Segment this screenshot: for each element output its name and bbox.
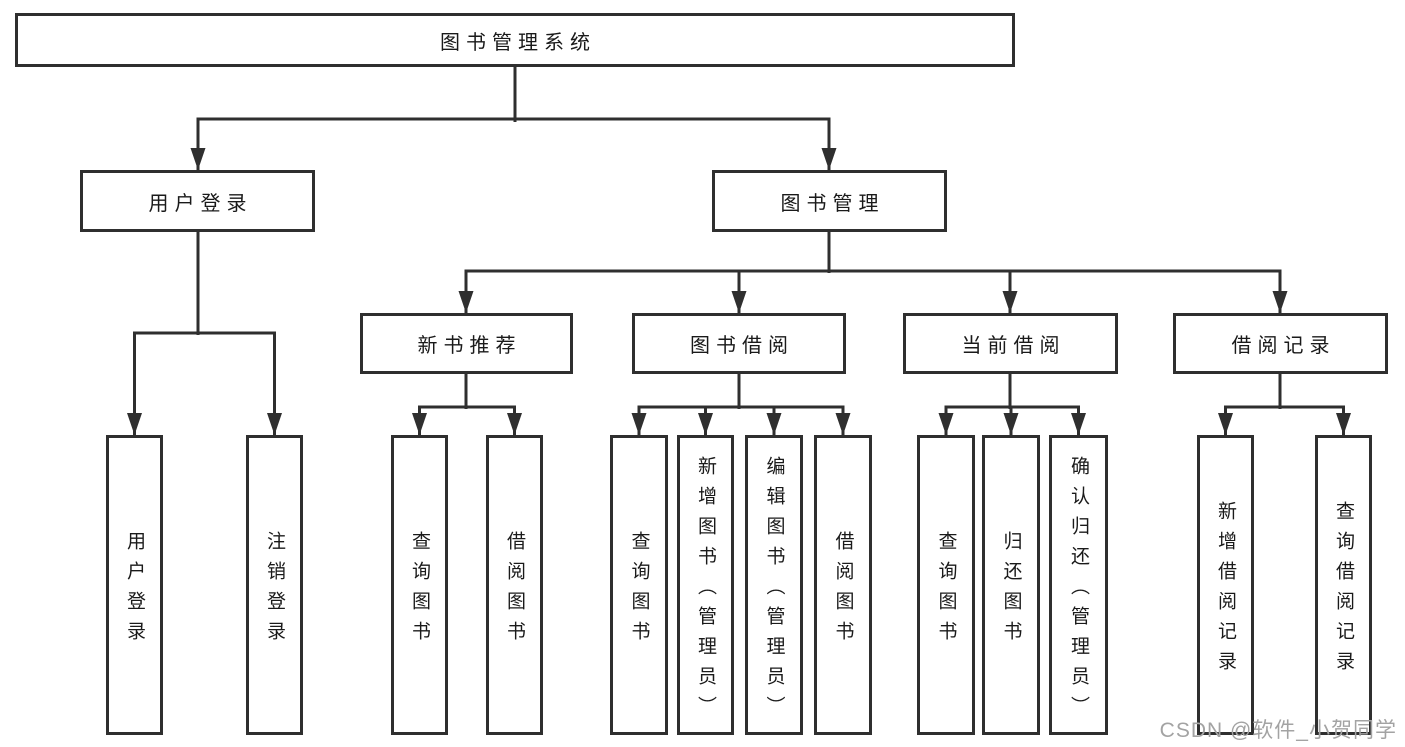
node-label: 图书管理: [780, 192, 885, 215]
node-return-books: 归还图书: [982, 435, 1040, 735]
node-label: 借阅记录: [1231, 335, 1336, 357]
node-label: 新增图书（管理员）: [695, 455, 716, 726]
watermark: CSDN @软件_小贺同学: [1159, 719, 1397, 742]
node-label: 借阅图书: [832, 530, 854, 651]
node-label: 归还图书: [1000, 530, 1022, 651]
node-label: 确认归还（管理员）: [1068, 455, 1089, 726]
node-user-login: 用户登录: [106, 435, 163, 735]
node-borrowing-records: 借阅记录: [1173, 313, 1388, 374]
node-label: 注销登录: [264, 530, 285, 651]
node-label: 查询借阅记录: [1333, 500, 1354, 681]
node-label: 用户登录: [124, 530, 145, 651]
node-label: 查询图书: [409, 530, 430, 651]
node-label: 用户登录: [148, 192, 253, 215]
node-label: 借阅图书: [504, 530, 525, 651]
node-label: 当前借阅: [961, 335, 1066, 357]
node-query-borrow-record: 查询借阅记录: [1315, 435, 1372, 735]
node-query-books-recommend: 查询图书: [391, 435, 448, 735]
node-book-borrowing: 图书借阅: [632, 313, 846, 374]
node-label: 图书借阅: [690, 335, 794, 357]
node-label: 编辑图书（管理员）: [763, 455, 785, 726]
node-borrow-books: 借阅图书: [814, 435, 872, 735]
node-logout: 注销登录: [246, 435, 303, 735]
node-borrow-books-recommend: 借阅图书: [486, 435, 543, 735]
node-query-books-current: 查询图书: [917, 435, 975, 735]
node-label: 查询图书: [628, 530, 650, 651]
node-label: 查询图书: [935, 530, 957, 651]
node-label: 新书推荐: [417, 335, 522, 357]
node-label: 图书管理系统: [440, 31, 596, 54]
node-current-borrowing: 当前借阅: [903, 313, 1118, 374]
node-confirm-return-admin: 确认归还（管理员）: [1049, 435, 1108, 735]
arrowheads: [127, 148, 1351, 435]
node-label: 新增借阅记录: [1215, 500, 1236, 681]
node-query-books-borrowing: 查询图书: [610, 435, 668, 735]
node-edit-books-admin: 编辑图书（管理员）: [745, 435, 803, 735]
node-add-borrow-record: 新增借阅记录: [1197, 435, 1254, 735]
node-new-book-recommendation: 新书推荐: [360, 313, 573, 374]
node-user-login-branch: 用户登录: [80, 170, 315, 232]
node-add-books-admin: 新增图书（管理员）: [677, 435, 734, 735]
node-library-management-system: 图书管理系统: [15, 13, 1015, 67]
node-book-management: 图书管理: [712, 170, 947, 232]
